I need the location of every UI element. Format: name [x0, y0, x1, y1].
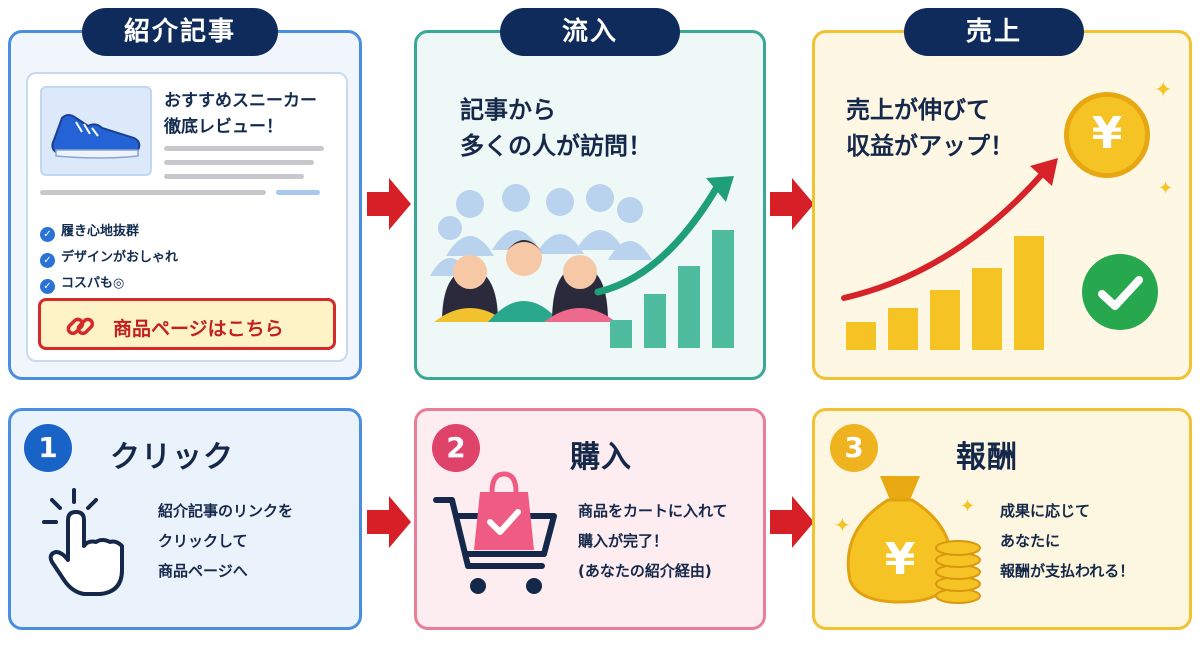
step-description: 紹介記事のリンクを クリックして 商品ページへ: [158, 502, 294, 580]
svg-text:¥: ¥: [885, 534, 916, 585]
step-description: 成果に応じて あなたに 報酬が支払われる！: [1000, 502, 1135, 580]
step-number-badge: 1: [24, 424, 72, 472]
shopping-cart-icon: [433, 471, 557, 594]
svg-text:✦: ✦: [834, 513, 851, 537]
traffic-caption: 記事から 多くの人が訪問！: [460, 96, 652, 160]
flow-arrow-icon: [770, 178, 814, 230]
svg-text:✦: ✦: [960, 496, 975, 517]
link-icon: [66, 317, 95, 336]
sales-caption: 売上が伸びて 収益がアップ！: [846, 96, 1014, 160]
text-line-accent: [276, 190, 320, 195]
step-description: 商品をカートに入れて 購入が完了！ (あなたの紹介経由): [578, 502, 728, 580]
text-line: [164, 146, 324, 151]
text-line: [40, 190, 266, 195]
tab-traffic: 流入: [500, 8, 680, 56]
article-card: おすすめスニーカー 徹底レビュー！ ✓履き心地抜群 ✓デザインがおしゃれ ✓コス…: [26, 72, 348, 362]
step-title: 購入: [570, 440, 632, 475]
check-icon: ✓: [40, 253, 55, 268]
feature-item: ✓デザインがおしゃれ: [40, 246, 178, 268]
step-title: 報酬: [956, 440, 1018, 475]
step-number-badge: 2: [432, 424, 480, 472]
flow-arrow-icon: [770, 496, 814, 548]
article-title: おすすめスニーカー 徹底レビュー！: [164, 91, 317, 137]
flow-arrow-icon: [367, 178, 411, 230]
check-icon: ✓: [40, 279, 55, 294]
feature-item: ✓コスパも◎: [40, 272, 124, 294]
tab-article: 紹介記事: [82, 8, 278, 56]
check-icon: [1082, 254, 1158, 330]
step-number-badge: 3: [830, 424, 878, 472]
text-line: [164, 160, 314, 165]
growth-chart-icon: [841, 158, 1058, 350]
pointer-hand-icon: [42, 488, 124, 596]
sparkle-icon: ✦: [1154, 78, 1173, 103]
link-button-label: 商品ページはこちら: [113, 318, 284, 340]
sparkle-icon: ✦: [1158, 178, 1174, 199]
tab-sales: 売上: [904, 8, 1084, 56]
text-line: [164, 174, 304, 179]
step-title: クリック: [110, 440, 234, 475]
product-page-link-button[interactable]: 商品ページはこちら: [38, 298, 336, 350]
feature-item: ✓履き心地抜群: [40, 220, 139, 242]
money-bag-icon: ¥ ✦ ✦: [834, 476, 981, 604]
people-icon: [430, 176, 734, 348]
sneaker-icon: [40, 86, 152, 176]
yen-coin-icon: ¥: [1064, 92, 1150, 178]
flow-arrow-icon: [367, 496, 411, 548]
growth-chart-icon: [610, 230, 734, 348]
check-icon: ✓: [40, 227, 55, 242]
